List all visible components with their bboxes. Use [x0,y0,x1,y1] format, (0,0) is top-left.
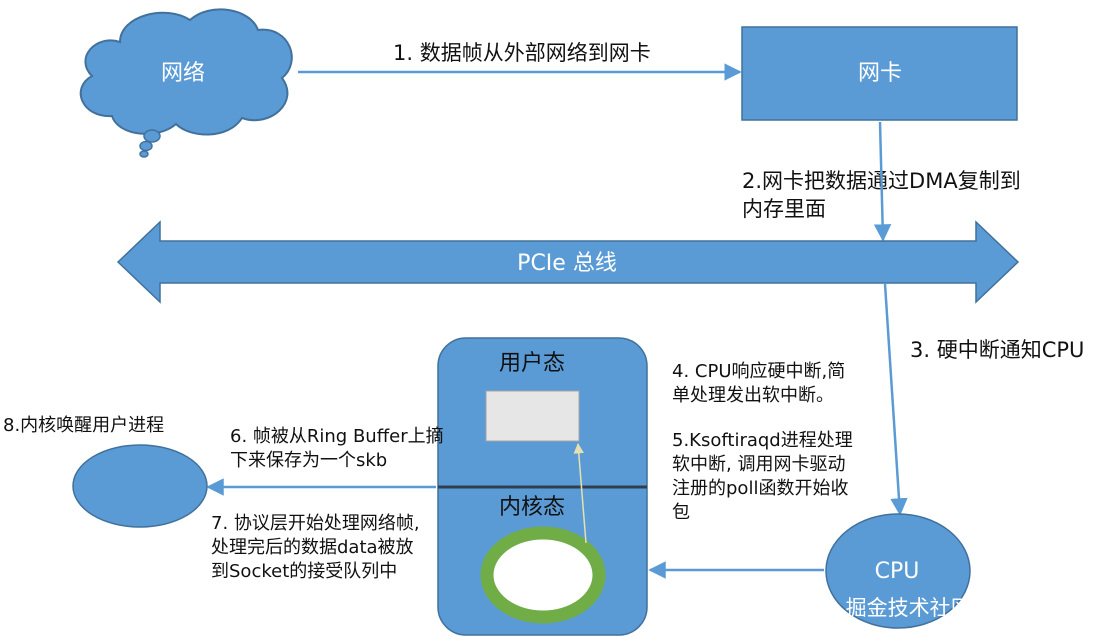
cpu-label: CPU [875,559,920,584]
os-container: 用户态 内核态 [437,337,648,636]
step-6-label: 6. 帧被从Ring Buffer上摘 下来保存为一个skb [230,426,444,471]
user-space-label: 用户态 [499,351,565,376]
svg-text:到Socket的接受队列中: 到Socket的接受队列中 [211,561,397,582]
svg-text:7. 协议层开始处理网络帧,: 7. 协议层开始处理网络帧, [211,513,420,534]
arrow-kernel-to-user [573,442,587,544]
svg-text:处理完后的数据data被放: 处理完后的数据data被放 [211,537,414,558]
svg-text:单处理发出软中断。: 单处理发出软中断。 [672,385,834,406]
svg-text:注册的poll函数开始收: 注册的poll函数开始收 [672,478,848,499]
user-process-box [485,390,580,442]
pcie-bus-label: PCIe 总线 [517,251,617,276]
step-4-label: 4. CPU响应硬中断,简 单处理发出软中断。 [672,361,845,406]
step-1-label: 1. 数据帧从外部网络到网卡 [393,41,651,65]
svg-text:内存里面: 内存里面 [742,197,826,221]
kernel-space-label: 内核态 [499,495,565,520]
watermark: 掘金技术社区 @ 长安不见 [846,596,1090,620]
network-label: 网络 [161,61,205,86]
pcie-bus: PCIe 总线 [116,220,1020,304]
nic-box: 网卡 [741,26,1018,121]
svg-text:4. CPU响应硬中断,简: 4. CPU响应硬中断,简 [672,361,845,382]
arrow-nic-to-bus [873,121,892,242]
ring-buffer [480,526,606,624]
svg-text:软中断, 调用网卡驱动: 软中断, 调用网卡驱动 [672,454,845,475]
cpu-node: CPU [825,513,971,629]
arrow-bus-to-cpu [883,283,908,516]
step-3-label: 3. 硬中断通知CPU [910,338,1084,362]
user-process-node [72,444,208,528]
nic-label: 网卡 [858,61,902,86]
svg-text:包: 包 [672,502,690,523]
svg-text:下来保存为一个skb: 下来保存为一个skb [230,450,387,471]
step-8-label: 8.内核唤醒用户进程 [3,415,164,436]
network-cloud: 网络 [79,8,293,158]
step-5-label: 5.Ksoftiraqd进程处理 软中断, 调用网卡驱动 注册的poll函数开始… [672,430,853,523]
step-7-label: 7. 协议层开始处理网络帧, 处理完后的数据data被放 到Socket的接受队… [211,513,420,582]
svg-text:6. 帧被从Ring Buffer上摘: 6. 帧被从Ring Buffer上摘 [230,426,444,447]
svg-text:5.Ksoftiraqd进程处理: 5.Ksoftiraqd进程处理 [672,430,853,451]
